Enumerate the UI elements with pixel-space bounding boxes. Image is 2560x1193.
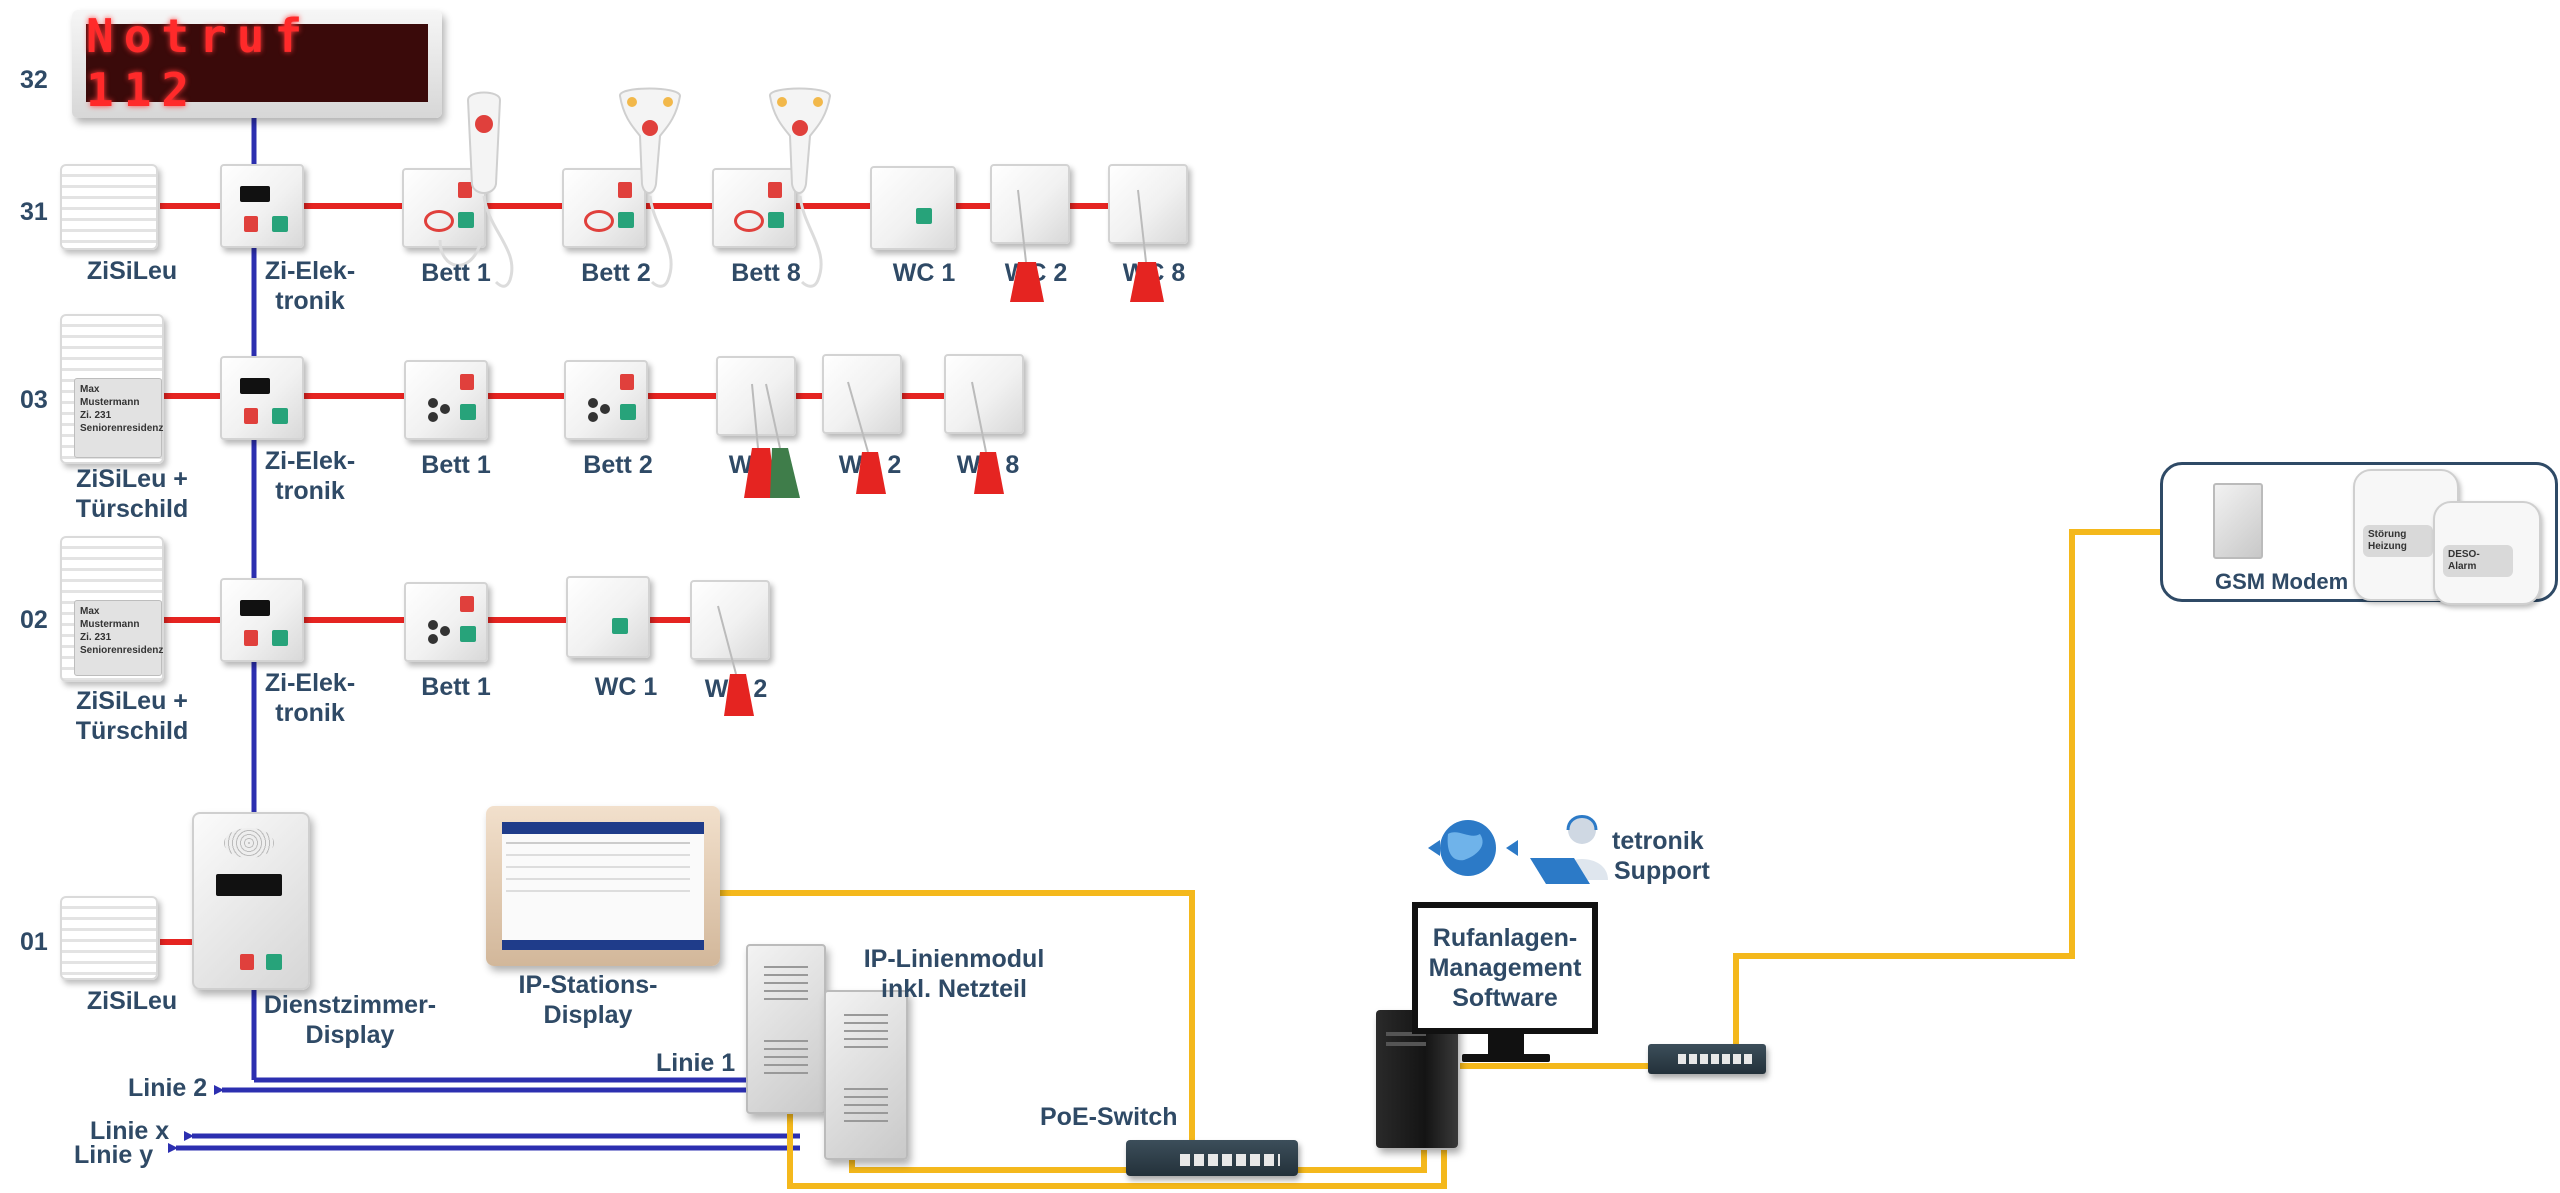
wc-pull-cord-icon bbox=[944, 354, 1024, 434]
bett-unit-icon bbox=[402, 168, 486, 248]
gsm-modem-label: GSM Modem bbox=[2215, 569, 2349, 594]
zisileu-doorplate-icon: Max Mustermann Zi. 231 Seniorenresidenz bbox=[60, 314, 164, 464]
row03-wc2-label: WC 2 bbox=[838, 451, 902, 479]
row03-bett2-label: Bett 2 bbox=[583, 451, 653, 479]
wc-button-icon bbox=[870, 166, 956, 250]
eth-switch-gsm bbox=[1733, 529, 2160, 1050]
ip-linienmodul-icon bbox=[824, 990, 908, 1160]
monitor-base-icon bbox=[1462, 1054, 1550, 1062]
row01-zisileu-label: ZiSiLeu bbox=[86, 987, 178, 1015]
poe-switch-label: PoE-Switch bbox=[1040, 1103, 1178, 1131]
wc-pull-cord-icon bbox=[690, 580, 770, 660]
row31-wc2-label: WC 2 bbox=[1004, 259, 1068, 287]
zisileu-icon bbox=[60, 896, 158, 980]
row-number-32: 32 bbox=[20, 66, 48, 94]
network-switch-icon bbox=[1648, 1044, 1766, 1074]
row02-zi-elek-label: Zi-Elek- tronik bbox=[264, 669, 356, 727]
zisileu-icon bbox=[60, 164, 158, 250]
wc-button-icon bbox=[566, 576, 650, 658]
linie1-label: Linie 1 bbox=[656, 1049, 736, 1077]
row-number-31: 31 bbox=[20, 198, 48, 226]
gsm-modem-panel: GSM Modem Störung Heizung DESO- Alarm bbox=[2160, 462, 2558, 605]
bett-unit-icon bbox=[404, 360, 488, 440]
poe-switch-icon bbox=[1126, 1140, 1298, 1176]
row02-zisileu-label: ZiSiLeu + Türschild bbox=[75, 687, 189, 745]
support-label: tetronik Support bbox=[1612, 827, 1710, 885]
wc-pull-cord-icon bbox=[822, 354, 902, 434]
bett-unit-icon bbox=[564, 360, 648, 440]
ip-linienmodul-label: IP-Linienmodul inkl. Netzteil bbox=[863, 945, 1045, 1003]
row31-zisileu-label: ZiSiLeu bbox=[86, 257, 178, 285]
row03-wc1-label: WC 1 bbox=[728, 451, 792, 479]
ip-stations-display-icon bbox=[486, 806, 720, 966]
tablet-screen bbox=[502, 822, 704, 950]
zisileu-doorplate-icon: Max Mustermann Zi. 231 Seniorenresidenz bbox=[60, 536, 164, 682]
doorplate: Max Mustermann Zi. 231 Seniorenresidenz bbox=[74, 600, 163, 676]
dienstzimmer-display-icon bbox=[192, 812, 310, 990]
ip-stations-label: IP-Stations- Display bbox=[518, 971, 658, 1029]
emergency-display-banner: Notruf 112 bbox=[72, 9, 442, 118]
ip-linienmodul-icon bbox=[746, 944, 826, 1114]
row-number-01: 01 bbox=[20, 928, 48, 956]
dienstzimmer-label: Dienstzimmer- Display bbox=[263, 991, 437, 1049]
bett-unit-icon bbox=[404, 582, 488, 662]
smartphone-icon: DESO- Alarm bbox=[2433, 501, 2541, 605]
banner-text: Notruf 112 bbox=[86, 9, 313, 117]
row31-wc1-label: WC 1 bbox=[892, 259, 956, 287]
linie2-label: Linie 2 bbox=[128, 1074, 208, 1102]
management-software-monitor: Rufanlagen- Management Software bbox=[1412, 902, 1598, 1034]
row-number-03: 03 bbox=[20, 386, 48, 414]
monitor-stand-icon bbox=[1488, 1034, 1524, 1054]
row-number-02: 02 bbox=[20, 606, 48, 634]
wc-pull-cord-icon bbox=[990, 164, 1070, 244]
software-label: Rufanlagen- Management Software bbox=[1428, 924, 1582, 1012]
row31-wc8-label: WC 8 bbox=[1122, 259, 1186, 287]
row03-wc8-label: WC 8 bbox=[956, 451, 1020, 479]
row03-zisileu-label: ZiSiLeu + Türschild bbox=[75, 465, 189, 523]
zi-elektronik-icon bbox=[220, 578, 304, 662]
eth-modul-switch bbox=[787, 1112, 1447, 1189]
row02-wc1-label: WC 1 bbox=[594, 673, 658, 701]
row02-wc2-label: WC 2 bbox=[704, 675, 768, 703]
gsm-modem-icon bbox=[2213, 483, 2263, 559]
eth-tablet bbox=[720, 890, 1195, 1160]
zi-elektronik-icon bbox=[220, 356, 304, 440]
liniey-label: Linie y bbox=[74, 1141, 154, 1169]
bett-unit-icon bbox=[712, 168, 796, 248]
doorplate: Max Mustermann Zi. 231 Seniorenresidenz bbox=[74, 378, 163, 458]
row03-bett1-label: Bett 1 bbox=[421, 451, 491, 479]
message-bubble: DESO- Alarm bbox=[2443, 545, 2513, 577]
row31-bett1-label: Bett 1 bbox=[421, 259, 491, 287]
row02-bett1-label: Bett 1 bbox=[421, 673, 491, 701]
wc-pull-cord-icon bbox=[716, 356, 796, 436]
wc-pull-cord-icon bbox=[1108, 164, 1188, 244]
led-screen: Notruf 112 bbox=[86, 9, 428, 117]
row03-zi-elek-label: Zi-Elek- tronik bbox=[264, 447, 356, 505]
row31-bett2-label: Bett 2 bbox=[581, 259, 651, 287]
message-bubble: Störung Heizung bbox=[2363, 525, 2433, 557]
zi-elektronik-icon bbox=[220, 164, 304, 248]
liniex-label: Linie x bbox=[90, 1117, 170, 1145]
bett-unit-icon bbox=[562, 168, 646, 248]
row31-zi-elek-label: Zi-Elek- tronik bbox=[264, 257, 356, 315]
row31-bett8-label: Bett 8 bbox=[731, 259, 801, 287]
